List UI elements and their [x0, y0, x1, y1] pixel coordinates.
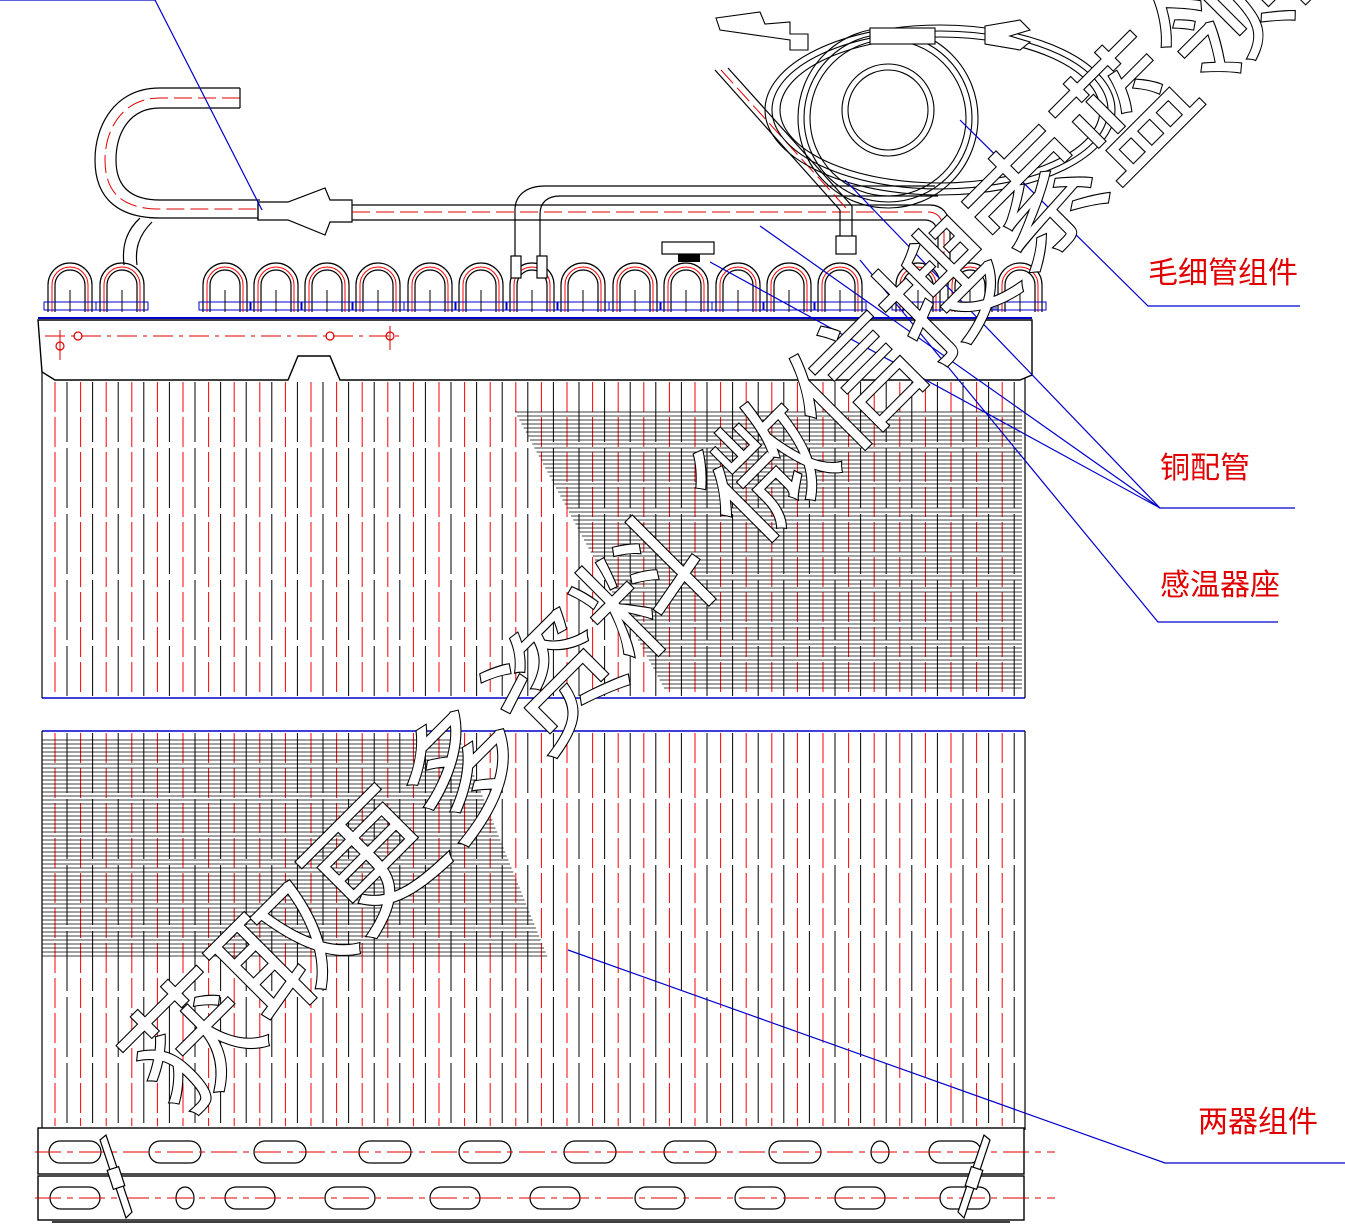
lower-fin-block	[41, 730, 1026, 1130]
upper-fin-hatching	[515, 411, 1022, 689]
lower-tube-lines	[54, 733, 1015, 1126]
suction-pipe	[94, 87, 353, 266]
return-bends	[43, 262, 1047, 312]
header-plate	[37, 317, 1033, 381]
bottom-end-plates	[35, 1127, 1055, 1223]
leader-lines	[0, 0, 1345, 1164]
two-device-assembly-label: 两器组件	[1198, 1105, 1318, 1140]
upper-fin-block	[41, 320, 1026, 699]
copper-piping-label: 铜配管	[1160, 451, 1250, 486]
capillary-assembly-label: 毛细管组件	[1148, 256, 1298, 291]
lower-fin-hatching	[42, 739, 548, 957]
sensor-seat-label: 感温器座	[1160, 568, 1280, 603]
capillary-coil	[715, 11, 1116, 209]
callout-labels: 毛细管组件 铜配管 感温器座 两器组件	[1148, 256, 1318, 1140]
copper-pipe-run	[352, 67, 951, 279]
upper-tube-lines	[54, 382, 1015, 696]
